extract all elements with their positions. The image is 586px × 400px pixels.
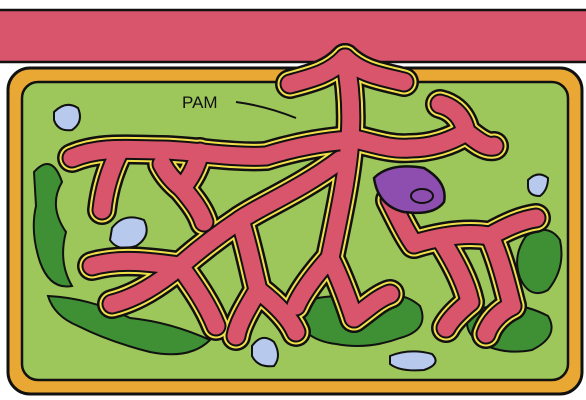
arbuscule-branch (92, 261, 180, 266)
pam-label: PAM (182, 93, 218, 112)
nucleolus (411, 189, 433, 203)
intercellular-hypha (0, 10, 586, 62)
vacuole (252, 338, 278, 366)
vacuole (390, 351, 436, 370)
arbuscule-branch (160, 150, 266, 156)
vacuole (54, 105, 80, 130)
